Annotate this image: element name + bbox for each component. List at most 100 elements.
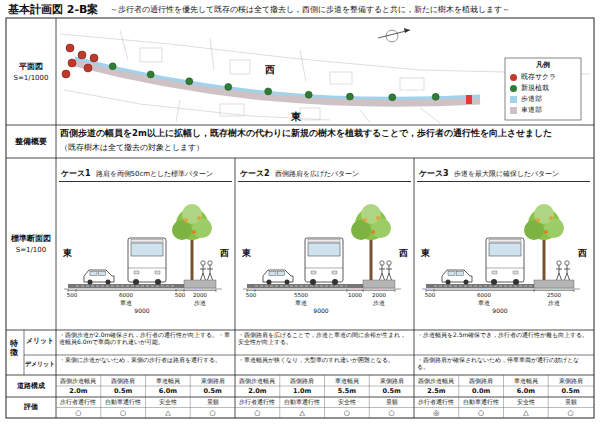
label-cell: 車道幅員 [146, 378, 191, 385]
label-text: 西 [217, 248, 231, 259]
label-text: ◎ [414, 409, 459, 417]
label-text: 1.0m [280, 388, 325, 396]
page-title: 基本計画図 2-B案 [8, 3, 108, 16]
legend-cell: 既存サクラ [510, 73, 578, 81]
label-cell: 東 [418, 248, 432, 259]
label-cell: S=1/1000 [6, 74, 56, 82]
label-text: 西 [396, 248, 410, 259]
label-cell: ○ [459, 409, 504, 417]
case-title: ケース3 [419, 169, 449, 178]
label-cell: 0.5m [548, 388, 593, 396]
label-text: 東 [239, 248, 253, 259]
label-text: 6.0m [146, 388, 191, 396]
label-text: 西側歩道の幅員を2m以上に拡幅し，既存樹木の代わりに新規の樹木を植栽することで，… [60, 128, 590, 138]
label-cell: 6.0m [146, 388, 191, 396]
label-cell: 西側路肩 [459, 378, 504, 385]
label-cell: 安全性 [504, 399, 549, 406]
label-text: 6.0m [504, 388, 549, 396]
legend-cell: 新規植栽 [510, 84, 578, 92]
legend-swatch [510, 107, 517, 114]
label-text: 西側路肩 [101, 378, 146, 385]
label-text: 西側歩道幅員 [56, 378, 101, 385]
label-cell: 2000 [356, 292, 402, 299]
label-cell: ○ [235, 409, 280, 417]
label-cell: 東側路肩 [190, 378, 235, 385]
label-text: 凡例 [505, 61, 581, 69]
legend-swatch [510, 96, 517, 103]
label-cell: 安全性 [146, 399, 191, 406]
label-text: 東側路肩 [369, 378, 414, 385]
label-text: 0.5m [548, 388, 593, 396]
label-text: ・車道幅員が狭くなり，大型車のすれ違いが困難となる。 [238, 356, 411, 363]
label-text: 2.0m [56, 388, 101, 396]
label-cell: 景観 [548, 399, 593, 406]
label-cell: 特徴 [10, 340, 20, 358]
legend-text: 新規植栽 [521, 84, 578, 92]
legend-text: 歩道部 [521, 95, 578, 103]
case-heading: ケース3 歩道を最大限に確保したパターン [417, 160, 590, 182]
label-cell: 0.5m [369, 388, 414, 396]
label-cell: 2000 [177, 292, 223, 299]
label-cell: 東 [239, 248, 253, 259]
label-text: ・歩道幅員を2.5m確保でき，歩行者の通行性が最も向上する。 [417, 331, 590, 338]
label-cell: 道路構成 [6, 382, 56, 390]
label-text: 5500 [248, 292, 354, 299]
label-cell: 自動車通行性 [459, 399, 504, 406]
label-text: 東 [288, 111, 304, 123]
label-text: 歩道 [363, 299, 395, 306]
label-cell: 歩行者通行性 [414, 399, 459, 406]
label-text: 6000 [427, 292, 541, 299]
label-cell: 安全性 [325, 399, 370, 406]
label-cell: 西 [396, 248, 410, 259]
label-cell: ◎ [414, 409, 459, 417]
label-cell: 6000 [427, 292, 541, 299]
label-text: 2.0m [235, 388, 280, 396]
label-text: 5.5m [325, 388, 370, 396]
label-text: ○ [548, 409, 593, 417]
label-text: メリット [24, 338, 56, 346]
label-text: 歩道 [534, 299, 574, 306]
label-text: 西側路肩 [459, 378, 504, 385]
label-text: 2000 [177, 292, 223, 299]
label-text: ○ [56, 409, 101, 417]
label-cell: △ [146, 409, 191, 417]
label-text: 安全性 [504, 399, 549, 406]
label-text: ～歩行者の通行性を優先して既存の桜は全て撤去し，西側に歩道を整備すると共に，新た… [110, 5, 594, 14]
label-cell: 2.0m [56, 388, 101, 396]
label-text: ○ [459, 409, 504, 417]
label-cell: ～歩行者の通行性を優先して既存の桜は全て撤去し，西側に歩道を整備すると共に，新た… [110, 5, 594, 14]
label-text: ○ [369, 409, 414, 417]
label-text: 500 [61, 292, 83, 299]
label-text: 車道幅員 [146, 378, 191, 385]
label-text: 0.0m [459, 388, 504, 396]
label-text: ・東側に歩道がないため，東側の歩行者は路肩を通行する。 [59, 356, 232, 363]
label-text: （既存樹木は全て撤去の対象とします） [60, 143, 590, 152]
label-cell: 9000 [247, 307, 395, 314]
label-text: ○ [235, 409, 280, 417]
case-subtitle: 歩道を最大限に確保したパターン [454, 170, 559, 178]
label-text: 景観 [190, 399, 235, 406]
label-text: 自動車通行性 [101, 399, 146, 406]
label-cell: 歩道 [363, 299, 395, 306]
label-cell: 東側路肩 [369, 378, 414, 385]
label-text: △ [146, 409, 191, 417]
label-cell: 西側歩道の幅員を2m以上に拡幅し，既存樹木の代わりに新規の樹木を植栽することで，… [60, 128, 590, 138]
label-cell: 車道 [434, 299, 534, 306]
label-cell: 5.5m [325, 388, 370, 396]
label-cell: 2.5m [414, 388, 459, 396]
label-text: ・西側路肩を広げることで，歩道と車道の間に余裕が生まれ，安全性が向上する。 [238, 331, 411, 345]
label-text: 車道 [434, 299, 534, 306]
label-cell: ○ [56, 409, 101, 417]
label-text: デメリット [24, 361, 56, 368]
legend-swatch [510, 85, 517, 92]
label-text: 歩行者通行性 [414, 399, 459, 406]
label-text: 500 [419, 292, 441, 299]
label-cell: 2500 [527, 292, 581, 299]
label-cell: 西側路肩 [101, 378, 146, 385]
label-text: ○ [190, 409, 235, 417]
label-cell: ・西側路肩が確保されないため，停車車両が通行の妨げとなる。 [417, 356, 590, 370]
label-cell: S=1/100 [6, 246, 56, 254]
label-cell: 西 [262, 64, 278, 76]
label-text: 西 [262, 64, 278, 76]
label-text: 0.5m [190, 388, 235, 396]
